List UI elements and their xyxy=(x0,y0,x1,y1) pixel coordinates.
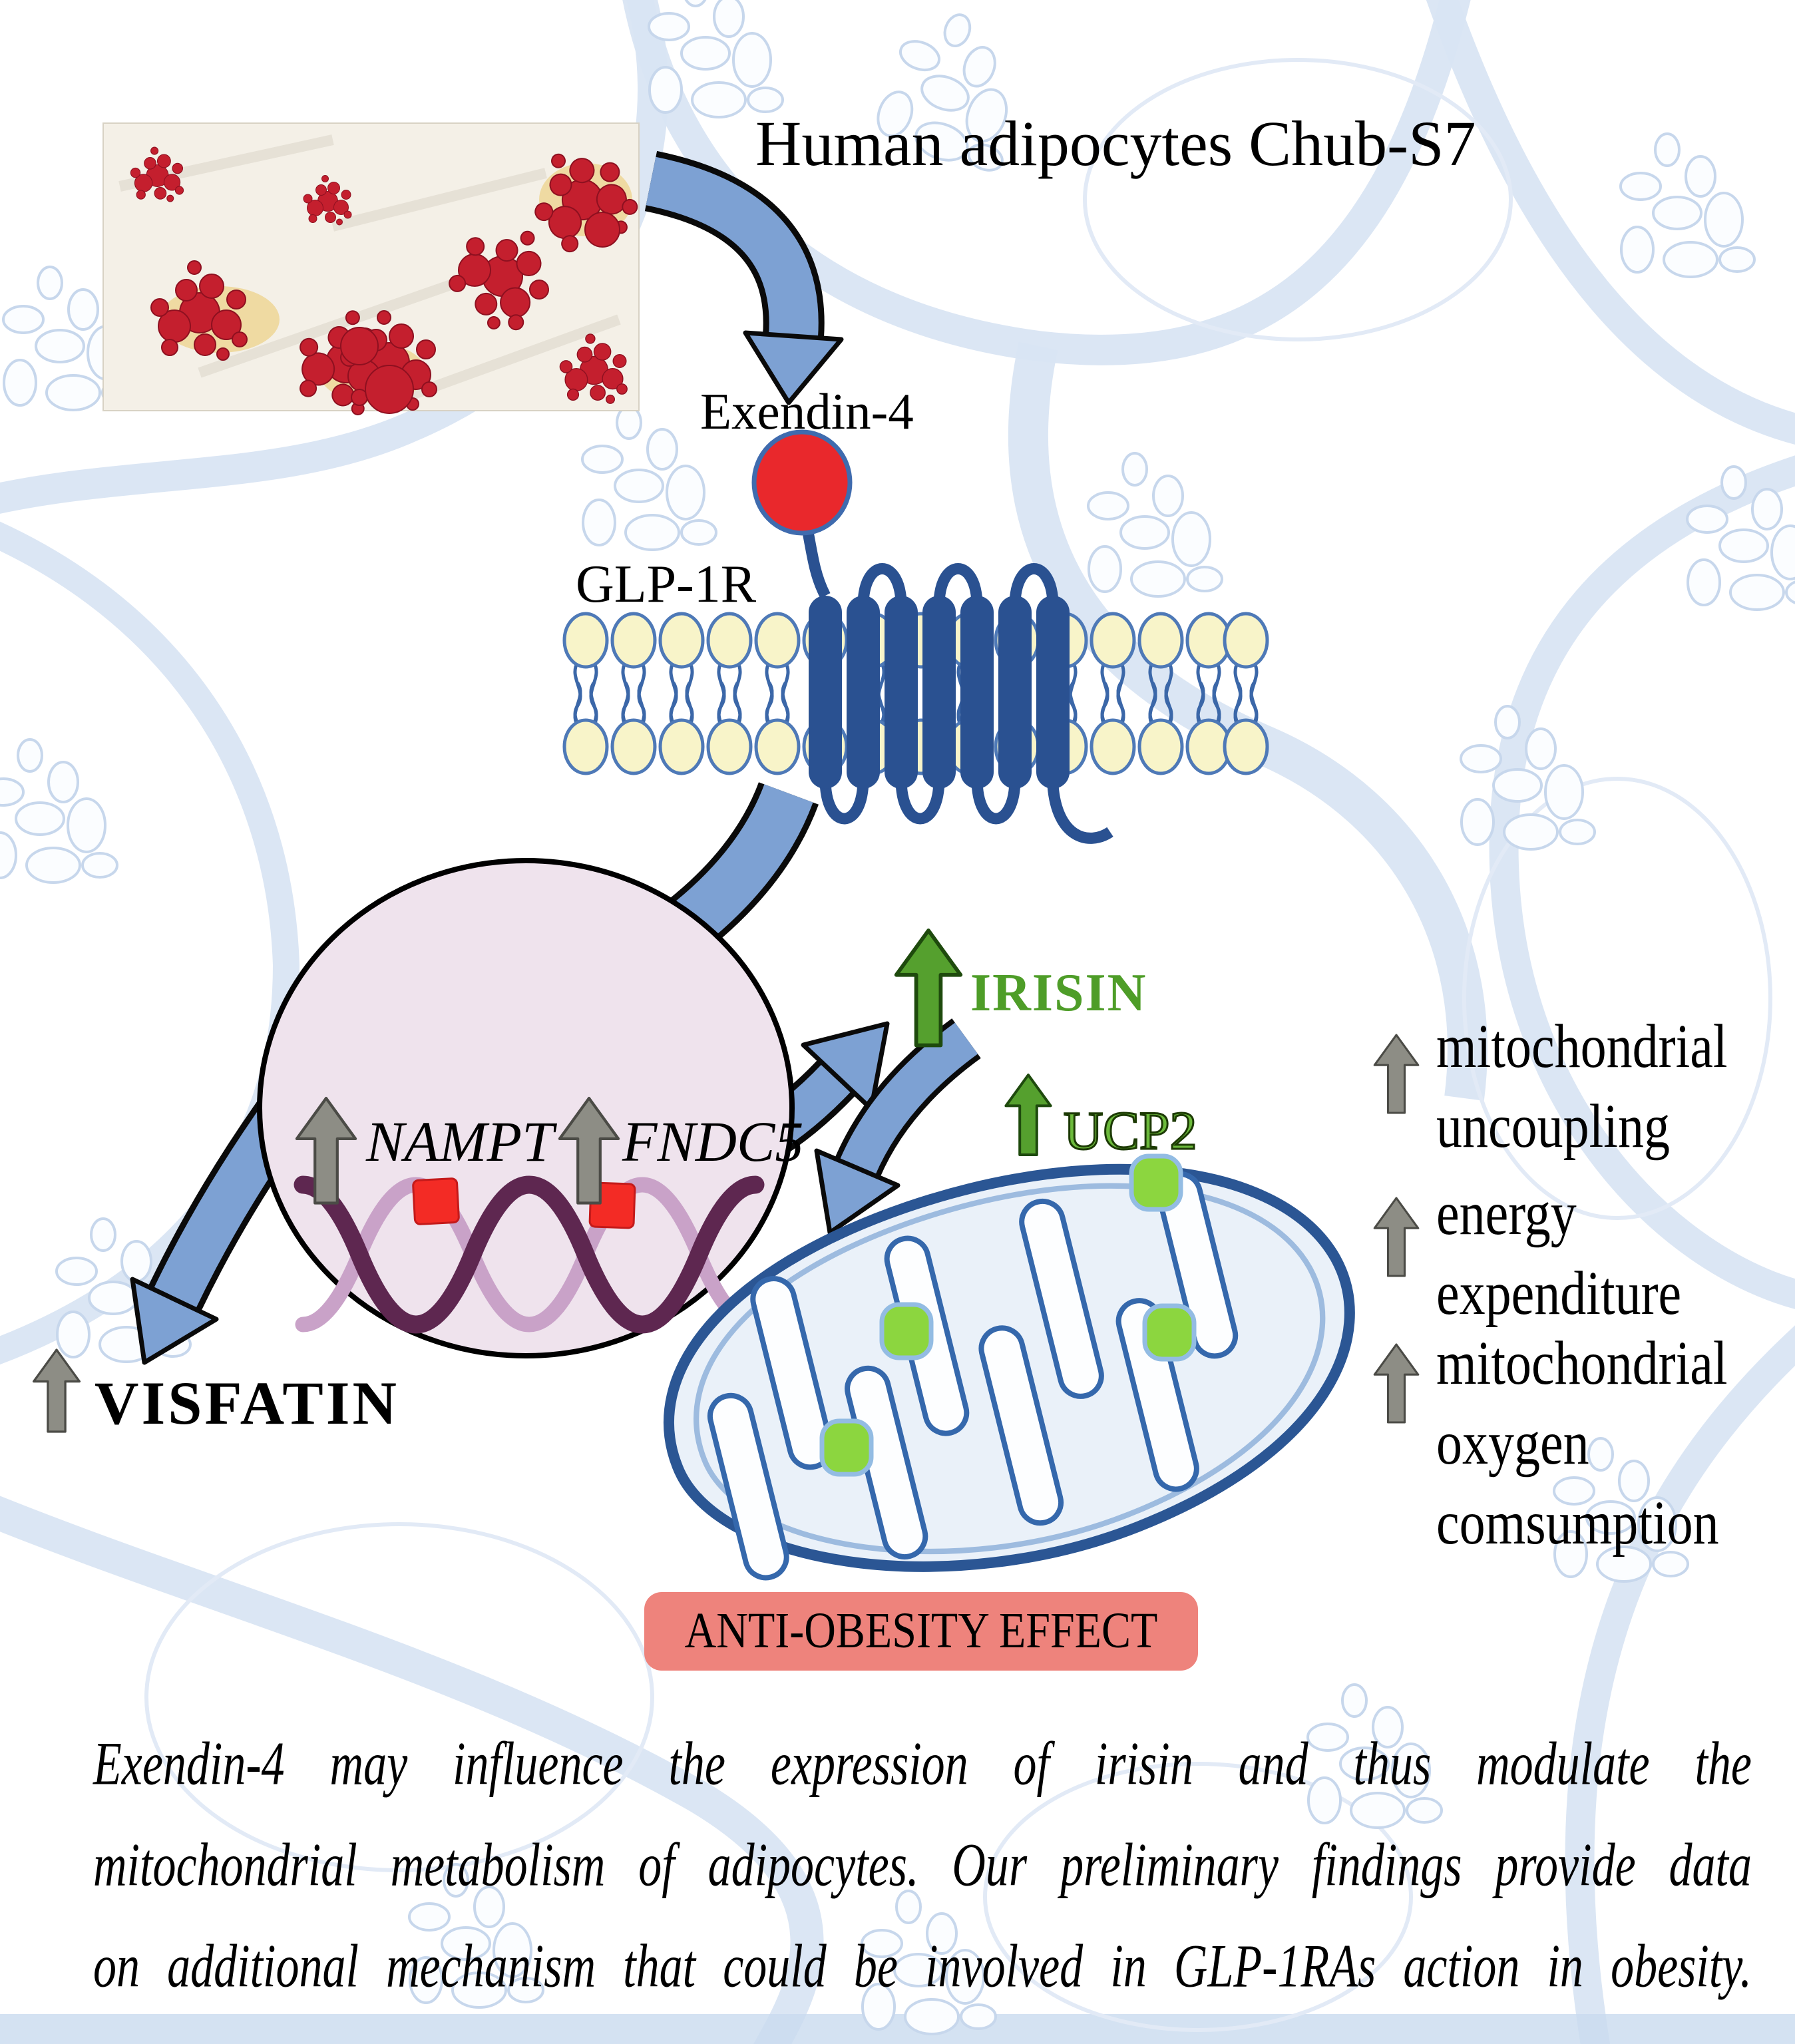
effect-line: mitochondrial xyxy=(1436,1328,1728,1398)
effect-line: comsumption xyxy=(1436,1487,1719,1557)
increase-arrow-icon-oxygen xyxy=(1373,1343,1420,1424)
glp1r-receptor xyxy=(801,523,1113,844)
ligand-stalk xyxy=(801,523,831,598)
effect-line: uncoupling xyxy=(1436,1090,1670,1161)
anti-obesity-effect-banner: ANTI-OBESITY EFFECT xyxy=(644,1592,1198,1671)
effect-line: energy xyxy=(1436,1178,1577,1248)
nampt-label: NAMPT xyxy=(366,1110,554,1173)
increase-arrow-icon-uncoupling xyxy=(1373,1034,1420,1114)
summary-line-1: Exendin-4 may influence the expression o… xyxy=(93,1730,1752,1798)
banner-text: ANTI-OBESITY EFFECT xyxy=(684,1603,1158,1659)
effect-line: oxygen xyxy=(1436,1407,1589,1478)
increase-arrow-icon-energy xyxy=(1373,1197,1420,1277)
increase-arrow-icon-visfatin xyxy=(32,1348,81,1433)
summary-line-2: mitochondrial metabolism of adipocytes. … xyxy=(93,1831,1752,1900)
arrow-micrograph-to-exendin xyxy=(644,150,844,405)
glp1r-label: GLP-1R xyxy=(576,555,757,614)
increase-arrow-icon-ucp2 xyxy=(1006,1075,1050,1155)
visfatin-label: VISFATIN xyxy=(95,1369,399,1437)
gene-marker-nampt xyxy=(412,1177,460,1225)
irisin-label: IRISIN xyxy=(970,964,1147,1022)
ucp2-label: UCP2 xyxy=(1063,1100,1199,1161)
dna-helix xyxy=(294,1175,765,1334)
effect-energy-expenditure: energy expenditure xyxy=(1436,1173,1681,1333)
nucleus xyxy=(257,858,795,1358)
adipocyte-micrograph xyxy=(102,122,646,421)
exendin4-label: Exendin-4 xyxy=(700,383,914,440)
effect-line: expenditure xyxy=(1436,1257,1682,1328)
effect-line: mitochondrial xyxy=(1436,1011,1728,1081)
ucp2-protein-dots xyxy=(819,1153,1197,1477)
exendin4-ligand-ball xyxy=(751,429,853,536)
summary-line-3: on additional mechanism that could be in… xyxy=(93,1932,1752,2001)
arrow-irisin-to-mitochondrion xyxy=(814,1018,981,1235)
mitochondrial-cristae xyxy=(707,1171,1239,1581)
figure-title: Human adipocytes Chub-S7 xyxy=(755,108,1476,179)
effect-oxygen-consumption: mitochondrial oxygen comsumption xyxy=(1436,1323,1728,1562)
effect-mitochondrial-uncoupling: mitochondrial uncoupling xyxy=(1436,1006,1728,1166)
fndc5-label: FNDC5 xyxy=(622,1110,804,1173)
